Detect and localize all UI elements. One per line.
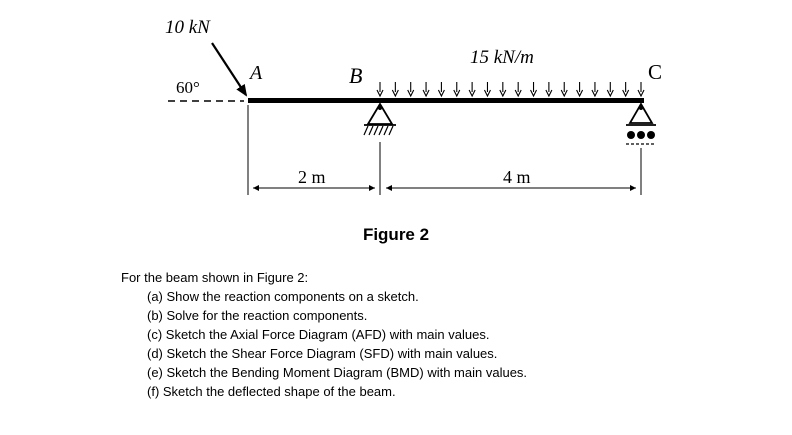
load-arrow-head — [376, 89, 384, 98]
applied-force-arrow — [211, 42, 248, 97]
angle-label: 60° — [176, 78, 200, 97]
beam-figure: 10 kN 60° A B C 15 kN/m 2 m 4 m — [165, 17, 662, 195]
load-arrow-head — [514, 89, 522, 98]
load-arrow-head — [622, 89, 630, 98]
load-arrow-head — [437, 89, 445, 98]
load-arrow-head — [545, 89, 553, 98]
problem-intro: For the beam shown in Figure 2: — [121, 270, 309, 285]
figure-caption: Figure 2 — [362, 225, 430, 244]
point-a-label: A — [248, 62, 263, 84]
load-arrow-head — [499, 89, 507, 98]
load-arrow-head — [468, 89, 476, 98]
udl-label: 15 kN/m — [470, 47, 534, 68]
load-arrow-head — [637, 89, 645, 98]
load-arrow-head — [576, 89, 584, 98]
load-arrow-head — [407, 89, 415, 98]
point-b-label: B — [349, 63, 362, 88]
task-item: (a) Show the reaction components on a sk… — [147, 289, 419, 304]
load-arrow-head — [530, 89, 538, 98]
task-item: (e) Sketch the Bending Moment Diagram (B… — [147, 365, 528, 380]
dimension-ab-label: 2 m — [298, 167, 326, 187]
load-arrow-head — [483, 89, 491, 98]
pin-support-b — [363, 102, 396, 136]
load-arrow-head — [422, 89, 430, 98]
task-item: (b) Solve for the reaction components. — [147, 308, 368, 323]
dimension-bc-label: 4 m — [503, 167, 531, 187]
task-item: (c) Sketch the Axial Force Diagram (AFD)… — [147, 327, 490, 342]
force-label: 10 kN — [165, 17, 211, 38]
load-arrow-head — [606, 89, 614, 98]
problem-statement: For the beam shown in Figure 2: (a) Show… — [121, 268, 527, 401]
task-list: (a) Show the reaction components on a sk… — [121, 287, 527, 401]
point-c-label: C — [648, 60, 662, 84]
task-item: (f) Sketch the deflected shape of the be… — [147, 384, 396, 399]
load-arrow-head — [560, 89, 568, 98]
load-arrow-head — [391, 89, 399, 98]
dimension-lines — [247, 105, 642, 195]
load-arrow-head — [453, 89, 461, 98]
roller-support-c — [626, 102, 656, 145]
distributed-load-arrows — [376, 82, 645, 98]
load-arrow-head — [591, 89, 599, 98]
task-item: (d) Sketch the Shear Force Diagram (SFD)… — [147, 346, 498, 361]
beam — [248, 98, 644, 103]
